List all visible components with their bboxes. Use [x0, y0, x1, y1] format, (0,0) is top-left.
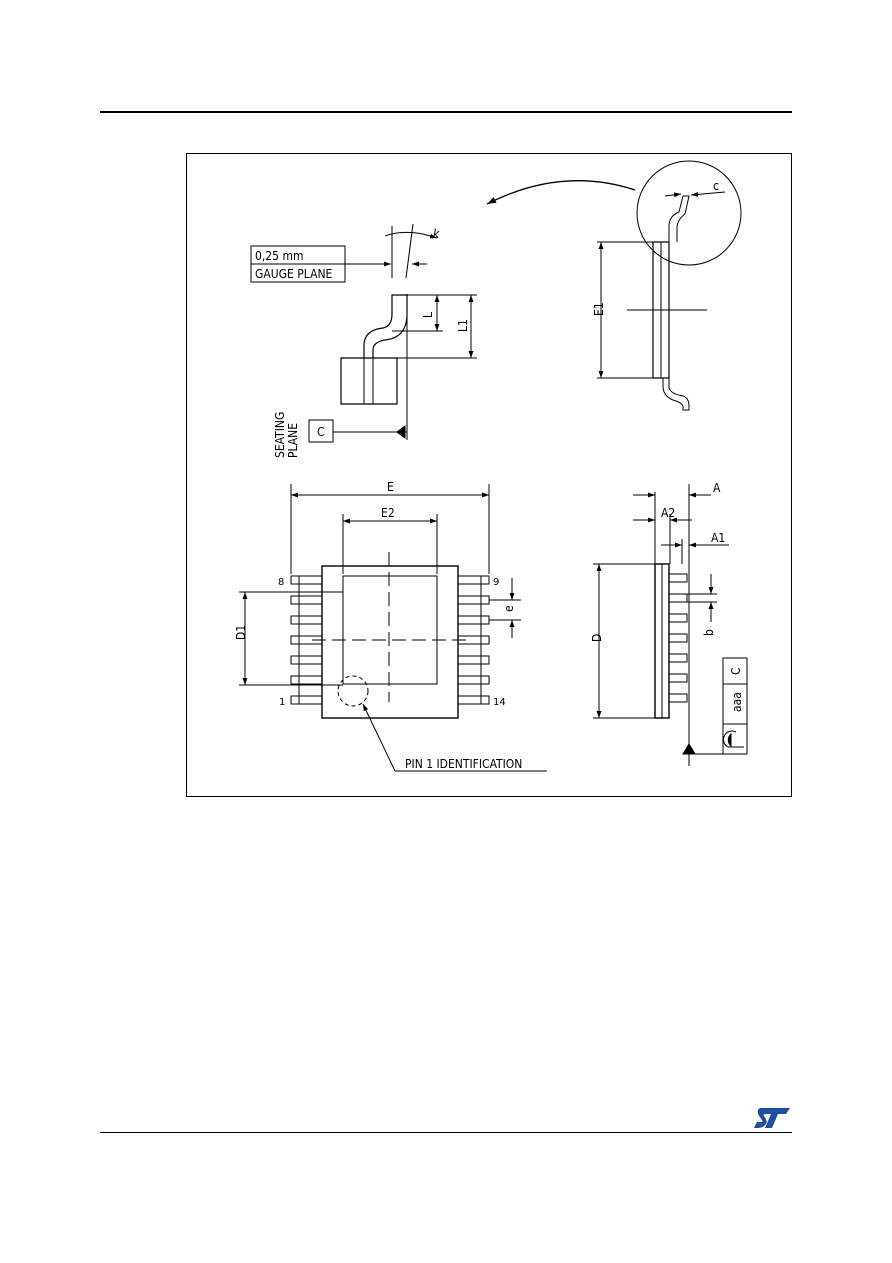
seating-datum-label: C [317, 425, 325, 439]
lead-thickness-label: c [713, 179, 719, 193]
pin1-marker-circle [337, 675, 369, 707]
pin-1-label: 1 [279, 697, 285, 708]
pitch-label: e [502, 605, 516, 612]
angle-k-label: k [433, 227, 440, 241]
seating-label-line1: SEATING [273, 412, 287, 458]
st-logo-icon [754, 1108, 790, 1128]
seating-datum-box [308, 419, 334, 443]
package-outline-drawing: 0,25 mm GAUGE PLANE k L L1 SEATING PLANE… [186, 153, 792, 797]
package-end-view [593, 484, 748, 766]
standoff-label: A1 [711, 531, 725, 545]
gauge-plane-label: GAUGE PLANE [255, 267, 333, 281]
feature-control-frame [722, 657, 748, 755]
body-width-label: E1 [592, 302, 606, 316]
end-view-leads [668, 573, 688, 703]
lead-side-detail [250, 223, 477, 443]
package-side-view [486, 160, 742, 411]
lead-length-label: L [421, 312, 435, 318]
lead-width-label: b [702, 629, 716, 636]
height-label: A [713, 481, 721, 495]
pad-length-label: D1 [234, 625, 248, 640]
pad-width-label: E2 [381, 506, 395, 520]
package-body-outline [321, 565, 459, 719]
body-height-label: A2 [661, 506, 675, 520]
drawing-labels: 0,25 mm GAUGE PLANE k L L1 SEATING PLANE… [234, 179, 744, 771]
frame-datum-label: C [729, 667, 743, 675]
left-leads [290, 575, 323, 705]
pin-8-label: 8 [278, 577, 284, 588]
header-rule [100, 111, 792, 113]
seating-label-line2: PLANE [286, 423, 300, 458]
gauge-value-label: 0,25 mm [255, 249, 304, 263]
pin-9-label: 9 [493, 577, 499, 588]
exposed-pad-outline [342, 575, 438, 685]
pin-14-label: 14 [493, 697, 506, 708]
overall-width-label: E [387, 480, 394, 494]
lead-detail-circle [636, 160, 742, 266]
footer-rule [100, 1132, 792, 1133]
pin1-identification-label: PIN 1 IDENTIFICATION [405, 757, 522, 771]
frame-tolerance-label: aaa [730, 692, 744, 712]
package-top-view [239, 484, 547, 772]
body-length-label: D [590, 634, 604, 642]
lead-length-1-label: L1 [456, 319, 470, 332]
